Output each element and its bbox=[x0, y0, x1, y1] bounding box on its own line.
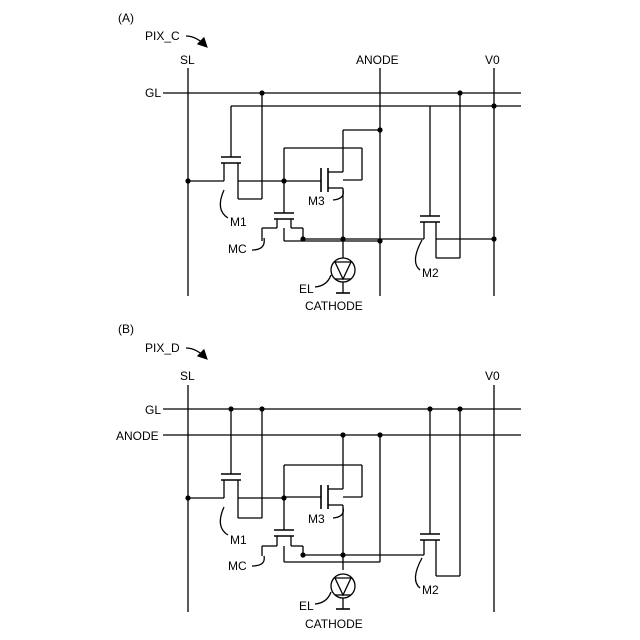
panel-b-cathode-label: CATHODE bbox=[305, 617, 363, 631]
panel-b-m3-leader bbox=[333, 508, 343, 518]
panel-a-m2-label: M2 bbox=[422, 266, 439, 280]
panel-a-anode-label: ANODE bbox=[356, 53, 399, 67]
panel-b-pixel-arrow bbox=[186, 348, 206, 358]
panel-b-el-leader bbox=[315, 592, 331, 604]
panel-a-mc-label: MC bbox=[228, 242, 247, 256]
panel-b-m1-leader bbox=[220, 507, 228, 535]
panel-a-mc-transistor bbox=[262, 213, 380, 241]
panel-b-gl-label: GL bbox=[145, 403, 161, 417]
panel-b-el-diode bbox=[331, 574, 355, 609]
panel-a-tag: (A) bbox=[118, 11, 134, 25]
panel-a-cathode-label: CATHODE bbox=[305, 299, 363, 313]
panel-b-m1-transistor bbox=[188, 409, 284, 518]
panel-a-pixel-label: PIX_C bbox=[145, 29, 180, 43]
panel-a-gl-label: GL bbox=[145, 86, 161, 100]
panel-b-m3-transistor bbox=[284, 435, 362, 570]
panel-b-m1-label: M1 bbox=[230, 533, 247, 547]
panel-a-m1-transistor bbox=[188, 93, 284, 199]
panel-a-m1-leader bbox=[220, 190, 228, 218]
panel-a-v0-label: V0 bbox=[485, 53, 500, 67]
panel-b-mc-label: MC bbox=[228, 559, 247, 573]
panel-b-pixel-label: PIX_D bbox=[145, 341, 180, 355]
panel-a-el-diode bbox=[331, 253, 355, 293]
panel-b-mc-leader bbox=[252, 556, 264, 566]
panel-b-v0-label: V0 bbox=[485, 369, 500, 383]
panel-a-m3-transistor bbox=[284, 130, 380, 253]
panel-a-sl-label: SL bbox=[180, 53, 195, 67]
panel-b-m3-label: M3 bbox=[308, 512, 325, 526]
panel-a-m3-label: M3 bbox=[308, 194, 325, 208]
panel-b-m2-transistor bbox=[420, 409, 460, 576]
panel-a-el-leader bbox=[315, 275, 331, 287]
panel-a: (A) PIX_C SL ANODE V0 GL bbox=[118, 11, 521, 313]
panel-b-el-label: EL bbox=[299, 599, 314, 613]
panel-b-tag: (B) bbox=[118, 322, 134, 336]
panel-a-m3-leader bbox=[333, 190, 343, 200]
panel-b-anode-label: ANODE bbox=[116, 429, 159, 443]
panel-b: (B) PIX_D SL V0 GL ANODE bbox=[116, 322, 521, 631]
panel-b-m2-label: M2 bbox=[422, 583, 439, 597]
panel-b-sl-label: SL bbox=[180, 369, 195, 383]
panel-a-m2-transistor bbox=[343, 93, 494, 258]
panel-a-m1-label: M1 bbox=[230, 215, 247, 229]
panel-a-el-label: EL bbox=[299, 282, 314, 296]
panel-a-pixel-arrow bbox=[186, 36, 206, 46]
